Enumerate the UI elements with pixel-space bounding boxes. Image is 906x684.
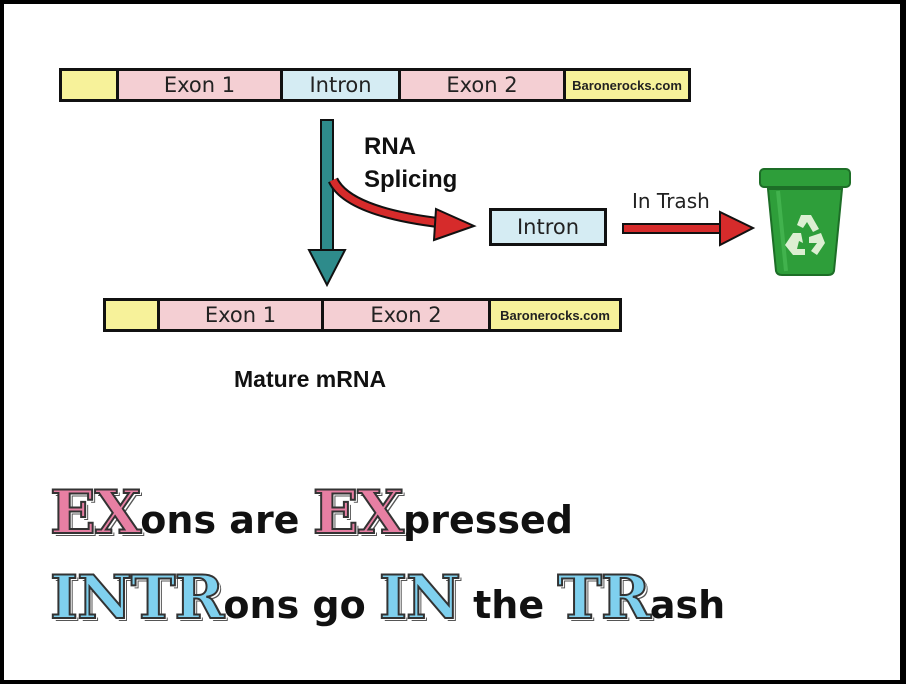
mature-mrna-tail: Baronerocks.com xyxy=(491,301,619,329)
rna-splicing-label-line1: RNA xyxy=(364,133,416,160)
pre-mrna-intron: Intron xyxy=(283,71,401,99)
in-trash-label: In Trash xyxy=(632,189,710,213)
pre-mrna-exon-2: Exon 2 xyxy=(401,71,566,99)
intron-mnemonic-intr: INTR xyxy=(49,562,225,634)
pre-mrna-strand: Exon 1 Intron Exon 2 Baronerocks.com xyxy=(59,68,691,102)
intron-mnemonic-text-2: the xyxy=(459,583,558,627)
pre-mrna-exon-1: Exon 1 xyxy=(119,71,283,99)
trash-arrow xyxy=(622,210,756,247)
intron-removal-arrow xyxy=(328,177,477,242)
pre-mrna-tail: Baronerocks.com xyxy=(566,71,688,99)
splice-down-arrow xyxy=(307,119,347,288)
removed-intron: Intron xyxy=(489,208,607,246)
intron-mnemonic-text-3: ash xyxy=(649,583,726,627)
mature-mrna-strand: Exon 1 Exon 2 Baronerocks.com xyxy=(103,298,622,332)
intron-mnemonic-in: IN xyxy=(378,562,462,634)
exon-mnemonic-text-1: ons are xyxy=(140,498,313,542)
exon-mnemonic: EXons are EXpressed xyxy=(49,477,573,549)
mature-mrna-exon-1: Exon 1 xyxy=(160,301,324,329)
intron-mnemonic: INTRons go IN the TRash xyxy=(49,562,726,634)
intron-mnemonic-tr: TR xyxy=(556,562,651,634)
diagram-canvas xyxy=(4,4,900,680)
exon-mnemonic-ex-2: EX xyxy=(312,477,405,549)
intron-mnemonic-text-1: ons go xyxy=(223,583,379,627)
mature-mrna-exon-2: Exon 2 xyxy=(324,301,491,329)
exon-mnemonic-text-2: pressed xyxy=(403,498,573,542)
pre-mrna-5-cap xyxy=(62,71,119,99)
recycle-bin-icon xyxy=(758,163,852,277)
rna-splicing-label-line2: Splicing xyxy=(364,166,458,193)
exon-mnemonic-ex-1: EX xyxy=(49,477,142,549)
mature-mrna-caption: Mature mRNA xyxy=(234,366,387,392)
mature-mrna-5-cap xyxy=(106,301,160,329)
